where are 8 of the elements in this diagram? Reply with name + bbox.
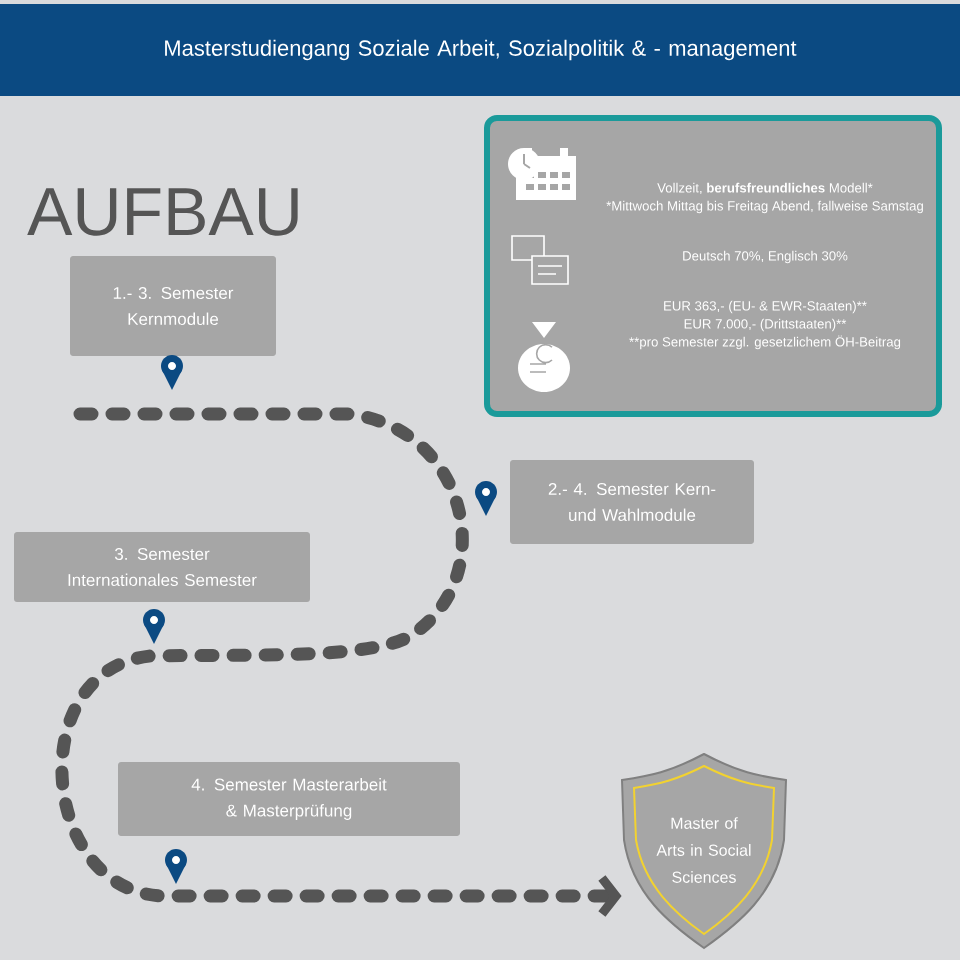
header-band: Masterstudiengang Soziale Arbeit, Sozialpolitik & - management [0, 4, 960, 96]
dashed-route-arrow [56, 407, 622, 917]
semester-box: 4. Semester Masterarbeit & Masterprüfung [118, 762, 460, 836]
shield-badge: Master of Arts in Social Sciences [621, 753, 787, 949]
semester-box: 2.- 4. Semester Kern- und Wahlmodule [510, 460, 754, 544]
semester-box: 3. Semester Internationales Semester [14, 532, 310, 602]
heading: AUFBAU [27, 188, 298, 236]
semester-box: 1.- 3. Semester Kernmodule [70, 256, 276, 356]
